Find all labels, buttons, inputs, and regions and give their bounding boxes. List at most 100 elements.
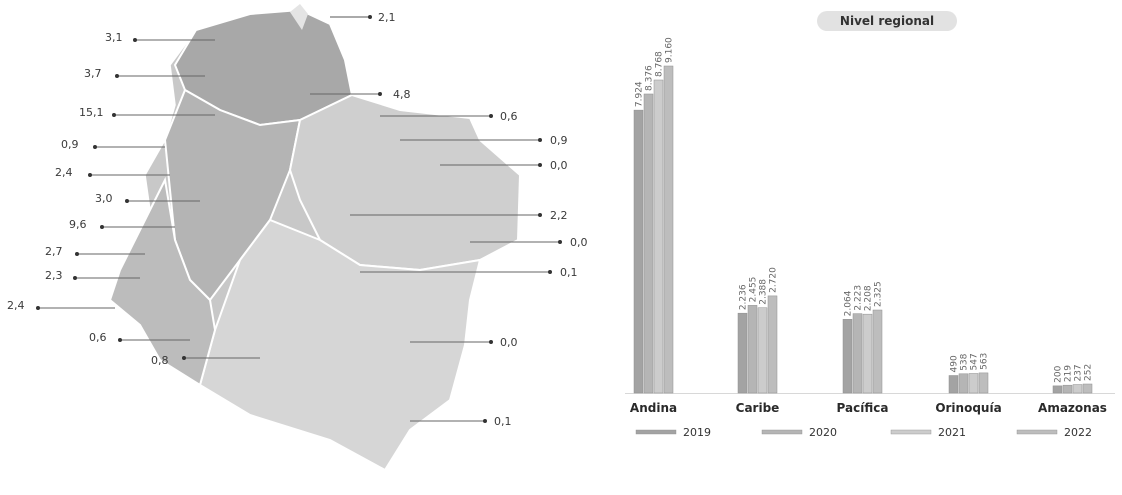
top-leader-dot — [368, 15, 372, 19]
bar-pacífica-2022 — [872, 309, 883, 394]
map-leader-dot — [36, 306, 40, 310]
map-value-label: 2,2 — [550, 209, 568, 222]
bar-value-label: 200 — [1054, 365, 1064, 382]
map-leader-dot — [489, 114, 493, 118]
legend-swatch — [890, 429, 932, 435]
bar-value-label: 9.160 — [665, 37, 675, 63]
map-region-pacific — [108, 176, 217, 387]
bar-value-label: 2.720 — [769, 267, 779, 293]
bar-value-label: 2.223 — [854, 285, 864, 311]
map-value-label: 0,8 — [151, 354, 169, 367]
bar-value-label: 2.325 — [874, 281, 884, 307]
bar-orinoquía-2021 — [968, 373, 979, 394]
category-label: Orinoquía — [935, 401, 1001, 415]
map-leader-dot — [115, 74, 119, 78]
bar-value-label: 237 — [1074, 364, 1084, 381]
map-value-label: 3,1 — [105, 31, 123, 44]
map-leader-dot — [112, 113, 116, 117]
map-value-label: 3,0 — [95, 192, 113, 205]
map-leader-dot — [118, 338, 122, 342]
legend-swatch — [761, 429, 803, 435]
bar-value-label: 2.208 — [864, 285, 874, 311]
bar-value-label: 490 — [950, 355, 960, 372]
map-value-label: 0,9 — [61, 138, 79, 151]
bar-amazonas-2019 — [1052, 385, 1063, 394]
map-leader-dot — [182, 356, 186, 360]
bar-value-label: 252 — [1084, 364, 1094, 381]
bar-value-label: 2.455 — [749, 277, 759, 303]
bar-value-label: 2.236 — [739, 284, 749, 310]
map-value-label: 0,0 — [550, 159, 568, 172]
bar-value-label: 8.376 — [645, 65, 655, 91]
category-label: Caribe — [736, 401, 780, 415]
map-value-label: 9,6 — [69, 218, 87, 231]
map-value-label: 2,4 — [55, 166, 73, 179]
map-value-label: 2,3 — [45, 269, 63, 282]
map-value-label: 4,8 — [393, 88, 411, 101]
bar-value-label: 2.064 — [844, 290, 854, 316]
bar-amazonas-2020 — [1062, 384, 1073, 394]
map-leader-dot — [378, 92, 382, 96]
map-value-label: 3,7 — [84, 67, 102, 80]
map-leader-dot — [538, 138, 542, 142]
map-value-label: 0,9 — [550, 134, 568, 147]
bar-value-label: 8.768 — [655, 51, 665, 77]
map-leader-dot — [483, 419, 487, 423]
category-label: Andina — [630, 401, 677, 415]
bar-value-label: 2.388 — [759, 279, 769, 305]
category-label: Pacífica — [837, 401, 889, 415]
bar-pacífica-2021 — [862, 313, 873, 394]
map-value-label: 0,1 — [560, 266, 578, 279]
bar-andina-2020 — [643, 93, 654, 394]
map-leader-dot — [538, 163, 542, 167]
bar-amazonas-2022 — [1082, 383, 1093, 394]
map-left-labels: 3,13,715,10,92,43,09,62,72,32,40,60,8 — [7, 31, 260, 367]
legend-swatch — [1016, 429, 1058, 435]
bars-group — [625, 65, 1115, 394]
bar-caribe-2021 — [757, 307, 768, 394]
map-value-label: 0,1 — [494, 415, 512, 428]
bar-amazonas-2021 — [1072, 384, 1083, 394]
bar-caribe-2020 — [747, 305, 758, 394]
bar-caribe-2019 — [737, 312, 748, 394]
map-leader-dot — [73, 276, 77, 280]
map-leader-dot — [88, 173, 92, 177]
map-leader-dot — [125, 199, 129, 203]
legend-label: 2022 — [1064, 426, 1092, 439]
map-region-south — [198, 218, 482, 472]
legend-swatch — [635, 429, 677, 435]
bar-value-label: 219 — [1064, 365, 1074, 382]
category-labels: Andina Caribe Pacífica Orinoquía Amazonas — [630, 401, 1107, 415]
bar-andina-2021 — [653, 79, 664, 394]
map-leader-dot — [489, 340, 493, 344]
bar-pacífica-2020 — [852, 313, 863, 394]
bar-orinoquía-2019 — [948, 375, 959, 394]
bar-orinoquía-2020 — [958, 373, 969, 394]
bar-caribe-2022 — [767, 295, 778, 394]
legend-label: 2020 — [809, 426, 837, 439]
legend-label: 2021 — [938, 426, 966, 439]
map-value-label: 0,6 — [89, 331, 107, 344]
bar-pacífica-2019 — [842, 319, 853, 394]
map-leader-dot — [100, 225, 104, 229]
map-leader-dot — [75, 252, 79, 256]
subtitle-pill — [817, 11, 957, 31]
map-islands — [290, 4, 308, 30]
map-leader-dot — [548, 270, 552, 274]
bar-value-label: 7.924 — [635, 81, 645, 107]
chart-area: Nivel regional 7.9248.3768.7689.1602.236… — [625, 11, 1115, 439]
colombia-map — [108, 4, 522, 472]
bar-andina-2019 — [633, 109, 644, 394]
map-value-label: 15,1 — [79, 106, 104, 119]
legend: 2019 2020 2021 2022 — [635, 426, 1092, 439]
map-leader-dot — [93, 145, 97, 149]
map-leader-dot — [538, 213, 542, 217]
category-label: Amazonas — [1038, 401, 1107, 415]
map-value-label: 0,6 — [500, 110, 518, 123]
legend-label: 2019 — [683, 426, 711, 439]
map-value-label: 0,0 — [500, 336, 518, 349]
bar-value-label: 538 — [960, 353, 970, 370]
map-value-label: 0,0 — [570, 236, 588, 249]
